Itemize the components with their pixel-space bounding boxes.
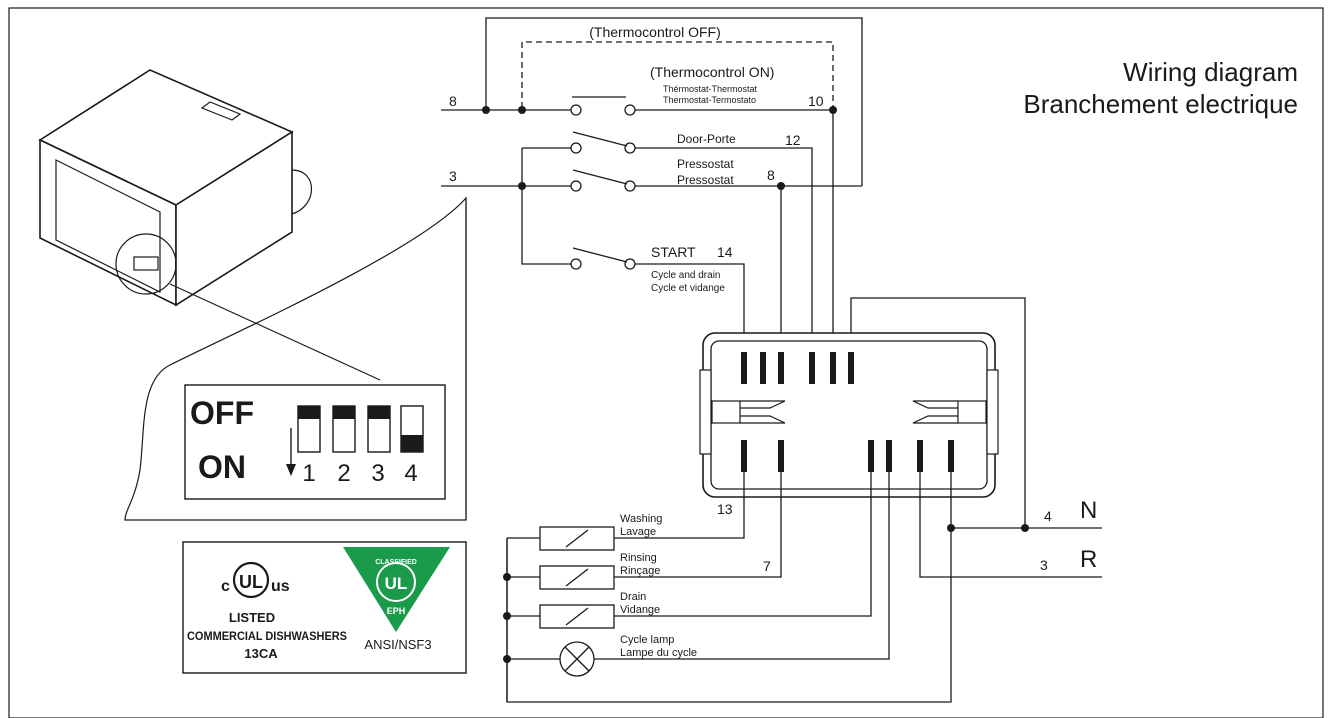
category-code: 13CA [244,646,278,661]
dip-off-label: OFF [190,395,254,431]
washing-label-2: Lavage [620,526,656,538]
thermostat-contact [624,104,636,116]
thermocontrol-off-label: (Thermocontrol OFF) [589,24,720,40]
cycle-drain-label-1: Cycle and drain [651,270,720,281]
connector-pin [948,440,954,472]
svg-text:CLASSIFIED: CLASSIFIED [375,559,417,566]
load-rinsing: Rinsing Rinçage 7 [507,472,782,590]
door-contact [570,142,582,154]
cycle-lamp-label-2: Lampe du cycle [620,647,697,659]
connector-pin [886,440,892,472]
dip-switch-number: 2 [337,460,350,487]
connector-pin [868,440,874,472]
listed-label: LISTED [229,610,275,625]
connector-pin [778,352,784,384]
load-drain: Drain Vidange [507,472,872,629]
certification-box: c UL us LISTED COMMERCIAL DISHWASHERS 13… [182,541,467,674]
door-contact [624,142,636,154]
dip-switch-panel: OFF ON 1 2 3 4 [184,384,446,500]
thermostat-label-2: Thermostat-Termostato [663,95,756,105]
washing-label-1: Washing [620,513,662,525]
connector-pin [917,440,923,472]
ul-eph-classified-mark: CLASSIFIED UL EPH [343,547,450,632]
connector-pin [848,352,854,384]
live-label: R [1080,546,1097,573]
eph-ul-text: UL [385,574,408,593]
controller-connector-block [699,332,999,498]
dip-switch-magnifier-circle [115,233,177,295]
page-frame [8,7,1324,718]
wire-number-7: 7 [763,558,771,574]
svg-text:EPH: EPH [387,606,406,616]
connector-pin [830,352,836,384]
dip-on-label: ON [198,449,246,485]
rinsing-label-2: Rinçage [620,565,660,577]
load-cycle-lamp: Cycle lamp Lampe du cycle [507,472,890,677]
dip-switch-number: 4 [404,460,417,487]
pressostat-contact [570,180,582,192]
cycle-lamp-label-1: Cycle lamp [620,634,674,646]
thermocontrol-on-label: (Thermocontrol ON) [650,64,774,80]
dip-switch-number: 3 [371,460,384,487]
start-contact [624,258,636,270]
cycle-drain-label-2: Cycle et vidange [651,283,725,294]
wire-number-10: 10 [808,93,824,109]
svg-text:c: c [221,578,230,595]
wire-number-in-8: 8 [449,93,457,109]
thermostat-contact [570,104,582,116]
wire-number-8: 8 [767,167,775,183]
drain-label-1: Drain [620,591,646,603]
connector-pin [741,352,747,384]
pressostat-label-1: Pressostat [677,157,734,171]
category-label: COMMERCIAL DISHWASHERS [187,629,347,643]
pressostat-label-2: Pressostat [677,173,734,187]
dip-switch-number: 1 [302,460,315,487]
load-washing: Washing Lavage 13 [539,472,745,551]
diagram-title: Wiring diagram [1123,57,1298,87]
nsf-standard-label: ANSI/NSF3 [364,637,431,652]
rinsing-label-1: Rinsing [620,552,657,564]
connector-pin [809,352,815,384]
ul-listed-mark: c UL us [221,561,290,599]
dip-switch-1: 1 [297,405,321,487]
door-label: Door-Porte [677,132,736,146]
ul-logo-text: UL [239,572,263,592]
wire-number-14: 14 [717,244,733,260]
wire-number-13: 13 [717,501,733,517]
start-contact [570,258,582,270]
connector-pin [778,440,784,472]
controller-device-illustration [38,69,467,521]
connector-pin [741,440,747,472]
dip-switch-2: 2 [332,405,356,487]
wire-number-in-3: 3 [449,168,457,184]
thermostat-label-1: Thérmostat-Thermostat [663,84,758,94]
start-label: START [651,244,696,260]
pressostat-contact [624,180,636,192]
drain-label-2: Vidange [620,604,660,616]
dip-switch-4: 4 [400,405,424,487]
diagram-subtitle: Branchement electrique [1023,89,1298,119]
svg-text:us: us [271,578,290,595]
dip-switch-3: 3 [367,405,391,487]
neutral-label: N [1080,497,1097,524]
wire-number-12: 12 [785,132,801,148]
wire-number-3: 3 [1040,557,1048,573]
schematic: (Thermocontrol OFF) 8 (Thermocontrol ON)… [441,17,1102,703]
connector-pin [760,352,766,384]
wire-number-4: 4 [1044,508,1052,524]
